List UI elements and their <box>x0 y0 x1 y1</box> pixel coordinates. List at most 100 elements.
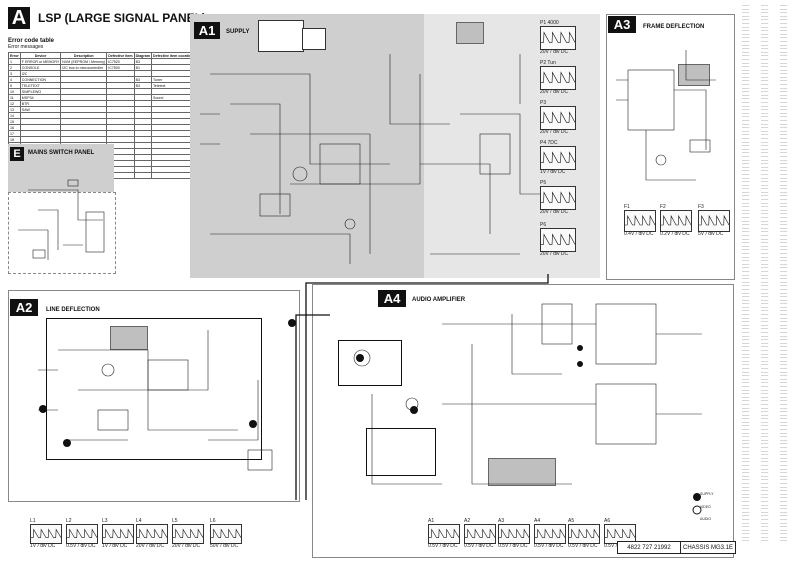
waveform-label-top: P1 4000 <box>540 20 559 26</box>
waveform-trace <box>31 528 62 538</box>
waveform-label-top: A1 <box>428 518 435 524</box>
waveform-label-top: L1 <box>30 518 36 524</box>
waveform-trace <box>541 191 576 203</box>
waveform-label-bottom: 0.5V / div DC <box>428 543 458 549</box>
section-a2-label: LINE DEFLECTION <box>46 307 100 313</box>
mains-switch-schematic <box>18 179 105 260</box>
waveform-label-top: L5 <box>172 518 178 524</box>
a3-frame-schematic <box>616 50 716 181</box>
mains-switch-panel-header <box>8 144 114 192</box>
section-a1-badge: A1 <box>194 22 220 39</box>
oscilloscope-waveform <box>534 524 566 544</box>
waveform-trace <box>541 111 576 123</box>
oscilloscope-waveform <box>540 228 576 252</box>
waveform-label-bottom: 1V / div DC <box>30 543 56 549</box>
waveform-trace <box>541 151 576 163</box>
a1-supply-schematic <box>200 54 570 264</box>
section-a2-panel <box>8 290 300 502</box>
header-letter-badge: A <box>8 7 30 29</box>
page-title: LSP (LARGE SIGNAL PANEL) <box>38 11 207 25</box>
waveform-label-top: A6 <box>604 518 611 524</box>
oscilloscope-waveform <box>540 146 576 170</box>
oscilloscope-waveform <box>568 524 600 544</box>
error-table-subtitle: Error messages <box>8 44 44 50</box>
oscilloscope-waveform <box>464 524 496 544</box>
oscilloscope-waveform <box>698 210 730 232</box>
waveform-label-top: A4 <box>534 518 541 524</box>
waveform-label-bottom: 0.5V / div DC <box>498 543 528 549</box>
waveform-label-top: F2 <box>660 204 666 210</box>
waveform-label-bottom: 20V / div DC <box>540 49 569 55</box>
section-a3-badge: A3 <box>608 16 636 33</box>
oscilloscope-waveform <box>136 524 168 544</box>
oscilloscope-waveform <box>210 524 242 544</box>
waveform-label-top: F3 <box>698 204 704 210</box>
waveform-trace <box>465 528 496 538</box>
a4-note-box <box>488 458 556 486</box>
waveform-label-top: A2 <box>464 518 471 524</box>
waveform-label-top: L2 <box>66 518 72 524</box>
waveform-label-top: A5 <box>568 518 575 524</box>
waveform-label-bottom: 20V / div DC <box>540 129 569 135</box>
oscilloscope-waveform <box>102 524 134 544</box>
section-a3-panel <box>606 14 735 280</box>
waveform-trace <box>605 528 636 538</box>
waveform-trace <box>541 71 576 83</box>
waveform-trace <box>541 31 576 43</box>
oscilloscope-waveform <box>540 66 576 90</box>
a2-line-schematic <box>38 319 296 471</box>
oscilloscope-waveform <box>540 106 576 130</box>
waveform-trace <box>535 528 566 538</box>
waveform-label-bottom: 20V / div DC <box>136 543 165 549</box>
waveform-label-top: F1 <box>624 204 630 210</box>
waveform-label-top: P2 Tun <box>540 60 556 66</box>
section-a4-badge: A4 <box>378 290 406 307</box>
section-e-label: MAINS SWITCH PANEL <box>28 150 95 156</box>
chassis-label: CHASSIS MG3.1E <box>680 541 736 554</box>
section-a2-badge: A2 <box>10 299 38 316</box>
a4-audio-schematic <box>353 303 702 515</box>
waveform-trace <box>67 528 98 538</box>
waveform-label-bottom: 50V / div DC <box>210 543 239 549</box>
error-table-cell <box>133 172 152 179</box>
waveform-label-top: A3 <box>498 518 505 524</box>
waveform-label-bottom: 1V / div DC <box>102 543 128 549</box>
waveform-trace <box>541 233 576 245</box>
oscilloscope-waveform <box>172 524 204 544</box>
parts-list-column-1: ────────────────────────────────────────… <box>742 4 750 543</box>
waveform-label-top: L6 <box>210 518 216 524</box>
waveform-label-bottom: 20V / div DC <box>172 543 201 549</box>
oscilloscope-waveform <box>624 210 656 232</box>
section-a4-panel <box>312 284 734 558</box>
section-a4-label: AUDIO AMPLIFIER <box>412 297 466 303</box>
waveform-label-bottom: 0.4V / div DC <box>624 231 654 237</box>
waveform-label-top: P3 <box>540 100 547 106</box>
legend-item-1: SUPPLY <box>700 492 714 496</box>
waveform-label-top: P6 <box>540 222 547 228</box>
oscilloscope-waveform <box>66 524 98 544</box>
oscilloscope-waveform <box>428 524 460 544</box>
legend-item-2: VIDEO <box>700 505 711 509</box>
a1-note-box <box>456 22 484 44</box>
waveform-label-bottom: 20V / div DC <box>540 209 569 215</box>
oscilloscope-waveform <box>30 524 62 544</box>
waveform-label-top: P5 <box>540 180 547 186</box>
error-table-title: Error code table <box>8 38 55 44</box>
a2-note-box <box>110 326 148 350</box>
legend-item-3: AUDIO <box>700 517 712 521</box>
a2-heavy-border <box>46 318 262 460</box>
mains-switch-panel-area <box>8 192 116 274</box>
oscilloscope-waveform <box>540 186 576 210</box>
waveform-trace <box>569 528 600 538</box>
a4-connector-box-2 <box>366 428 436 476</box>
waveform-trace <box>173 528 204 538</box>
section-a1-label: SUPPLY <box>226 29 250 35</box>
waveform-trace <box>699 214 730 226</box>
waveform-label-bottom: 20V / div DC <box>540 251 569 257</box>
oscilloscope-waveform <box>604 524 636 544</box>
parts-list-column-3: ────────────────────────────────────────… <box>780 4 788 543</box>
waveform-label-bottom: 0.2V / div DC <box>660 231 690 237</box>
